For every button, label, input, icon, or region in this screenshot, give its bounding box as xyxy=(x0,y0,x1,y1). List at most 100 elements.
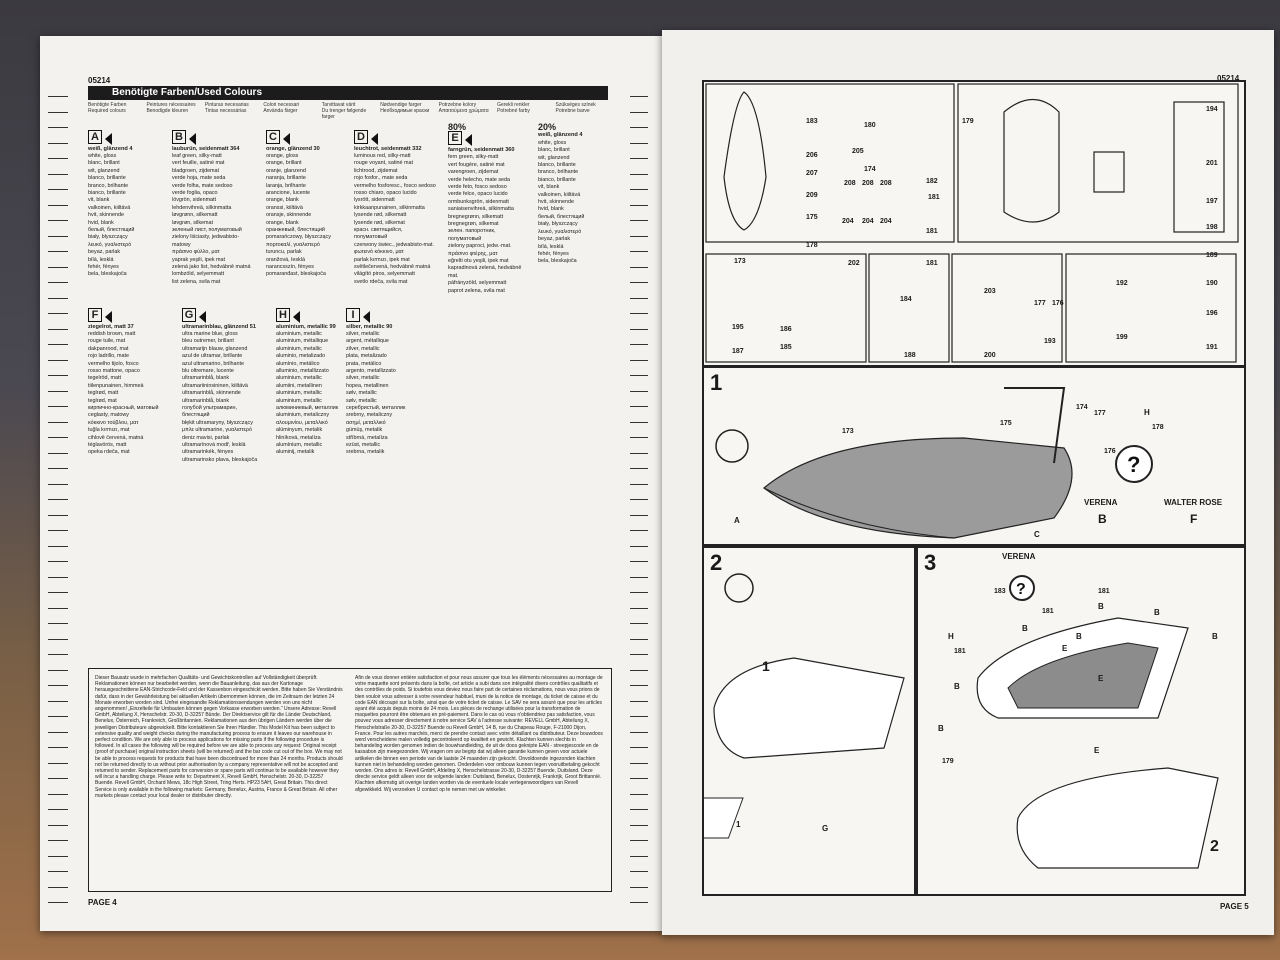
margin-rule xyxy=(630,127,648,128)
paint-letter: E xyxy=(448,131,462,146)
margin-rule xyxy=(48,266,68,268)
margin-rule xyxy=(48,685,68,686)
margin-rule xyxy=(48,282,68,283)
paint-translations: white, gloss blanc, brillant wit, glanze… xyxy=(88,152,135,278)
margin-rule xyxy=(630,700,648,702)
part-label: 191 xyxy=(1206,344,1218,351)
margin-rule xyxy=(48,561,68,562)
part-label: 176 xyxy=(1104,448,1116,455)
flag-icon xyxy=(189,132,196,145)
part-label: 181 xyxy=(1098,588,1110,595)
step-number: 1 xyxy=(710,370,723,395)
language-label: Nødvendige farger Необходимые краски xyxy=(380,102,430,114)
margin-rule xyxy=(48,375,68,376)
margin-rule xyxy=(48,483,68,485)
margin-rule xyxy=(48,886,68,888)
margin-rule xyxy=(48,204,68,206)
margin-rule xyxy=(48,778,68,779)
margin-rule xyxy=(630,406,648,407)
part-label: 179 xyxy=(942,758,954,765)
margin-rule xyxy=(630,499,648,500)
assembly-step-1: 1 ? 173 175 174 177 178 176 A C H VERENA… xyxy=(702,366,1246,546)
margin-rule xyxy=(48,390,68,392)
margin-rule xyxy=(630,855,648,857)
margin-rule xyxy=(630,204,648,206)
language-label: Gerekli renkler Potrebné farby xyxy=(497,102,530,114)
part-label: 209 xyxy=(806,192,818,199)
notice-text-fr-nl: Afin de vous donner entière satisfaction… xyxy=(355,675,603,793)
margin-rule xyxy=(48,189,68,190)
mix-percent: 80% xyxy=(448,122,467,132)
flag-icon xyxy=(293,310,300,323)
margin-rule xyxy=(48,173,68,175)
flag-icon xyxy=(105,132,112,145)
part-label: 174 xyxy=(1076,404,1088,411)
margin-rule xyxy=(630,344,648,345)
part-label: 179 xyxy=(962,118,974,125)
margin-rule xyxy=(630,778,648,779)
margin-rule xyxy=(630,840,648,841)
margin-rule xyxy=(48,793,68,795)
paint-code: F xyxy=(1190,512,1198,526)
margin-rule xyxy=(48,452,68,454)
margin-rule xyxy=(630,809,648,810)
margin-rule xyxy=(48,468,68,469)
margin-rule xyxy=(48,96,68,97)
part-label: 178 xyxy=(806,242,818,249)
kit-code: 05214 xyxy=(88,76,111,85)
part-label: 175 xyxy=(1000,420,1012,427)
margin-rule xyxy=(630,902,648,903)
instruction-page-5: 05214 183 206 207 209 175 178 173 180 20… xyxy=(662,30,1274,935)
margin-rule xyxy=(48,437,68,438)
part-label: 173 xyxy=(842,428,854,435)
paint-name: ziegelrot, matt 37 xyxy=(88,323,134,330)
margin-rule xyxy=(630,452,648,454)
margin-rule xyxy=(630,483,648,485)
margin-rule xyxy=(48,235,68,237)
step2-drawing xyxy=(704,573,905,839)
paint-name: weiß, glänzend 4 xyxy=(538,132,583,139)
margin-rule xyxy=(48,499,68,500)
paint-code: C xyxy=(1034,530,1040,539)
paint-translations: orange, gloss orange, brillant oranje, g… xyxy=(266,152,331,278)
part-label: 185 xyxy=(780,344,792,351)
margin-rule xyxy=(630,220,648,221)
margin-rule xyxy=(630,328,648,330)
margin-rule xyxy=(630,468,648,469)
part-label: 195 xyxy=(732,324,744,331)
paint-letter: D xyxy=(354,130,368,144)
margin-rule xyxy=(630,886,648,888)
margin-rule xyxy=(630,251,648,252)
paint-letter: F xyxy=(88,308,102,322)
language-label: Potrzebne kolory Απαιτούμενα χρώματα xyxy=(438,102,489,114)
part-label: 204 xyxy=(862,218,874,225)
margin-rule xyxy=(630,545,648,547)
variant-verena: VERENA xyxy=(1084,498,1118,507)
sprue-drawing xyxy=(705,83,1239,363)
margin-rule xyxy=(48,127,68,128)
margin-rule xyxy=(630,266,648,268)
part-label: 177 xyxy=(1094,410,1106,417)
paint-translations: aluminium, metallic aluminium, métalliqu… xyxy=(276,330,339,456)
margin-rule xyxy=(630,793,648,795)
margin-rule xyxy=(630,607,648,609)
part-label: 199 xyxy=(1116,334,1128,341)
step1-drawing: ? xyxy=(715,387,1153,539)
margin-rule xyxy=(48,731,68,733)
paint-code: B xyxy=(1076,632,1082,641)
part-label: 197 xyxy=(1206,198,1218,205)
margin-rule xyxy=(630,685,648,686)
margin-rule xyxy=(630,716,648,717)
part-label: 194 xyxy=(1206,106,1218,113)
paint-name: orange, glänzend 30 xyxy=(266,145,320,152)
step-number: 2 xyxy=(710,550,723,575)
margin-rule xyxy=(48,840,68,841)
margin-rule xyxy=(48,654,68,655)
part-label: 180 xyxy=(864,122,876,129)
part-label: 208 xyxy=(880,180,892,187)
paint-letter: H xyxy=(276,308,290,322)
margin-rule xyxy=(48,297,68,299)
language-label: Pinturas necesarias Tintas necessárias xyxy=(204,102,249,114)
